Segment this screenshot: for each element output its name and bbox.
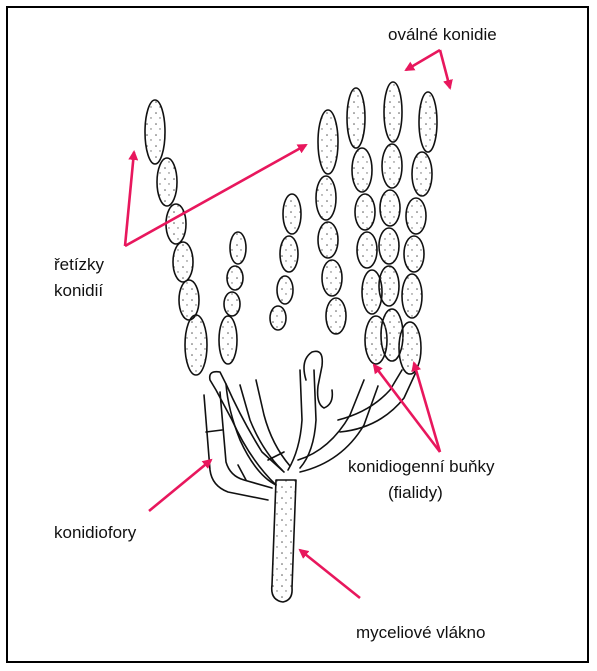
arrow-ovalne-1	[406, 50, 440, 70]
label-retizky-line1: řetízky	[54, 254, 104, 276]
arrow-retizky-1	[125, 152, 134, 246]
arrow-myceliove	[300, 550, 360, 598]
mycelium-hypha	[272, 480, 296, 602]
arrow-konidiofory	[149, 460, 211, 511]
label-ovalne-konidie: oválné konidie	[388, 24, 497, 46]
label-retizky-line2: konidií	[54, 280, 103, 302]
arrow-konidiogenni-2	[414, 363, 440, 452]
label-konidiogenni-line1: konidiogenní buňky	[348, 456, 495, 478]
label-konidiogenni-line2: (fialidy)	[388, 482, 443, 504]
label-konidiofory: konidiofory	[54, 522, 136, 544]
conidium	[145, 100, 165, 164]
label-myceliove-vlakno: myceliové vlákno	[356, 622, 485, 644]
conidiophore-left	[210, 372, 284, 485]
arrow-ovalne-2	[440, 50, 450, 88]
arrow-konidiogenni-1	[374, 365, 440, 452]
